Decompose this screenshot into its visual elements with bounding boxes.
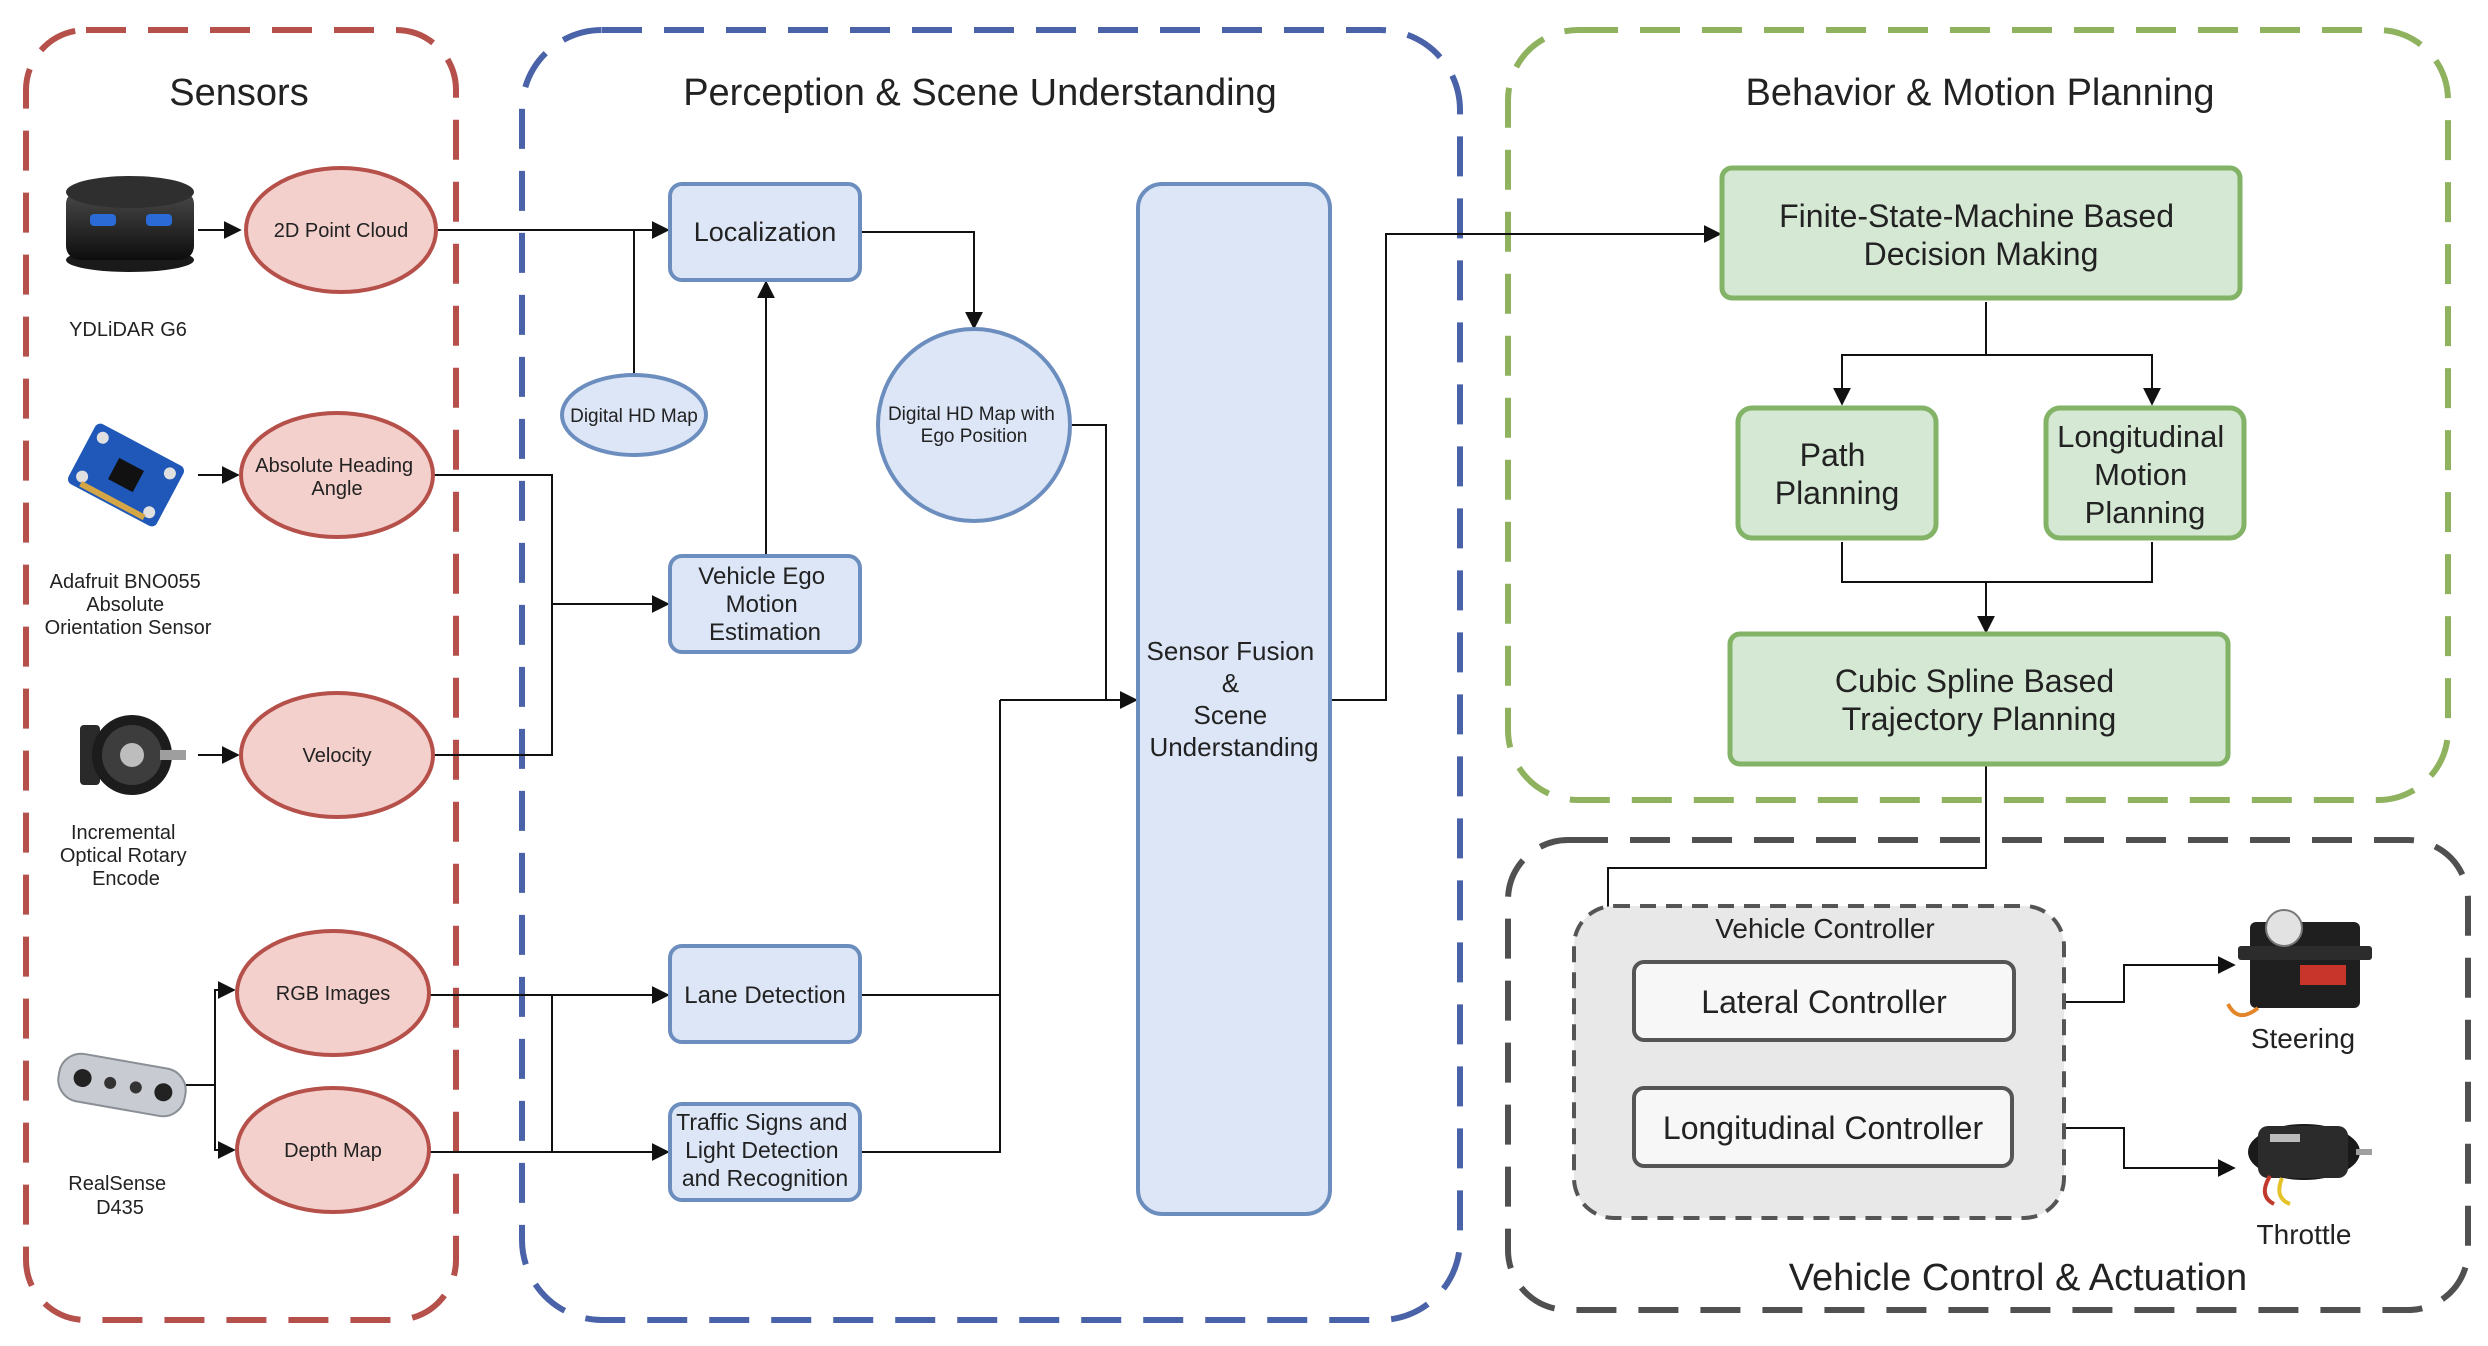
lateral-controller-node: Lateral Controller [1632,960,2016,1042]
svg-text:Longitudinal Controller: Longitudinal Controller [1663,1110,1984,1146]
sensor-fusion-node: Sensor Fusion & Scene Understanding [1136,182,1332,1216]
svg-text:Lane Detection: Lane Detection [684,982,845,1009]
velocity-node: Velocity [239,691,435,819]
traffic-to-fusion-line [862,995,1001,1153]
svg-text:Digital HD Map with Ego: Digital HD Map with Ego Position [888,404,1060,447]
lateral-to-steering-arrow [2016,956,2236,1003]
fsm-to-longitudinal-arrow [1986,354,2161,406]
control-section [1505,837,2471,1313]
rotary-encoder-icon [80,715,186,795]
lane-to-fusion-line [862,700,1001,996]
imu-icon [68,423,184,527]
heading-angle-node: Absolute Heading Angle [239,411,435,539]
perception-section [519,27,1463,1323]
localization-node: Localization [668,182,862,282]
longitudinal-to-throttle-arrow [2014,1127,2236,1177]
planning-section [1505,27,2451,803]
rgb-images-node: RGB Images [235,929,431,1057]
svg-text:RGB Images: RGB Images [276,983,390,1005]
svg-text:Lateral Controller: Lateral Controller [1701,984,1947,1020]
longitudinal-controller-node: Longitudinal Controller [1632,1086,2014,1168]
lane-detection-node: Lane Detection [668,944,862,1044]
lidar-label: YDLiDAR G6 [69,319,187,341]
svg-text:Vehicle Ego Motion: Vehicle Ego Motion Estimation [698,563,831,646]
ego-motion-node: Vehicle Ego Motion Estimation [668,554,862,654]
spline-trajectory-node: Cubic Spline Based Trajectory Planning [1727,631,2231,767]
svg-text:Sensor Fusion & Sc: Sensor Fusion & Scene Understanding [1147,636,1322,762]
sensors-section [23,27,459,1323]
camera-to-rgb-arrow [186,981,236,1086]
vehicle-controller-group: Vehicle Controller [1572,904,2066,1220]
fsm-split-line [1833,302,1987,406]
svg-text:Localization: Localization [694,217,837,247]
vehicle-controller-label: Vehicle Controller [1715,913,1934,944]
control-title: Vehicle Control & Actuation [1789,1257,2247,1299]
fsm-decision-node: Finite-State-Machine Based Decision Maki… [1719,165,2243,301]
svg-text:Depth Map: Depth Map [284,1140,382,1162]
svg-text:2D Point Cloud: 2D Point Cloud [274,220,409,242]
fusion-to-fsm-arrow [1332,225,1722,701]
sensors-title: Sensors [169,72,308,114]
svg-text:Traffic Signs and Light: Traffic Signs and Light Detection and Re… [676,1109,854,1191]
digital-hd-map-node: Digital HD Map [560,373,708,457]
svg-text:Finite-State-Machine Based: Finite-State-Machine Based Decision Maki… [1779,198,2183,272]
servo-motor-icon [2226,909,2372,1017]
depth-map-node: Depth Map [235,1086,431,1214]
path-planning-node: Path Planning [1735,405,1939,541]
localization-to-hdmapego-arrow [862,231,983,330]
realsense-camera-icon [57,1052,187,1118]
traffic-detection-node: Traffic Signs and Light Detection and Re… [668,1102,862,1202]
svg-text:Digital HD Map: Digital HD Map [570,406,698,427]
heading-branch-line [434,474,553,756]
camera-label: RealSense D435 [68,1173,171,1219]
camera-to-depth-arrow [214,1085,236,1159]
encoder-label: Incremental Optical Rotary Encode [60,822,192,890]
point-cloud-node: 2D Point Cloud [244,166,438,294]
hd-map-ego-node: Digital HD Map with Ego Position [876,327,1072,523]
svg-text:Velocity: Velocity [303,745,372,767]
path-longitudinal-merge-line [1841,542,2153,583]
planning-title: Behavior & Motion Planning [1746,72,2215,114]
hdmapego-to-fusion-arrow [1072,424,1138,709]
svg-text:Path Planning: Path Planning [1775,437,1900,511]
lidar-icon [66,176,194,272]
imu-label: Adafruit BNO055 Absolute Orientation Sen… [45,571,212,639]
svg-text:Absolute Heading Angle: Absolute Heading Angle [255,455,418,500]
svg-text:Longitudinal Motion: Longitudinal Motion Planning [2057,419,2233,530]
longitudinal-planning-node: Longitudinal Motion Planning [2043,405,2247,541]
svg-text:Cubic Spline Based Traje: Cubic Spline Based Trajectory Planning [1835,663,2123,737]
steering-label: Steering [2251,1023,2355,1054]
perception-title: Perception & Scene Understanding [683,72,1277,114]
brushless-motor-icon [2248,1124,2372,1206]
throttle-label: Throttle [2257,1219,2352,1250]
